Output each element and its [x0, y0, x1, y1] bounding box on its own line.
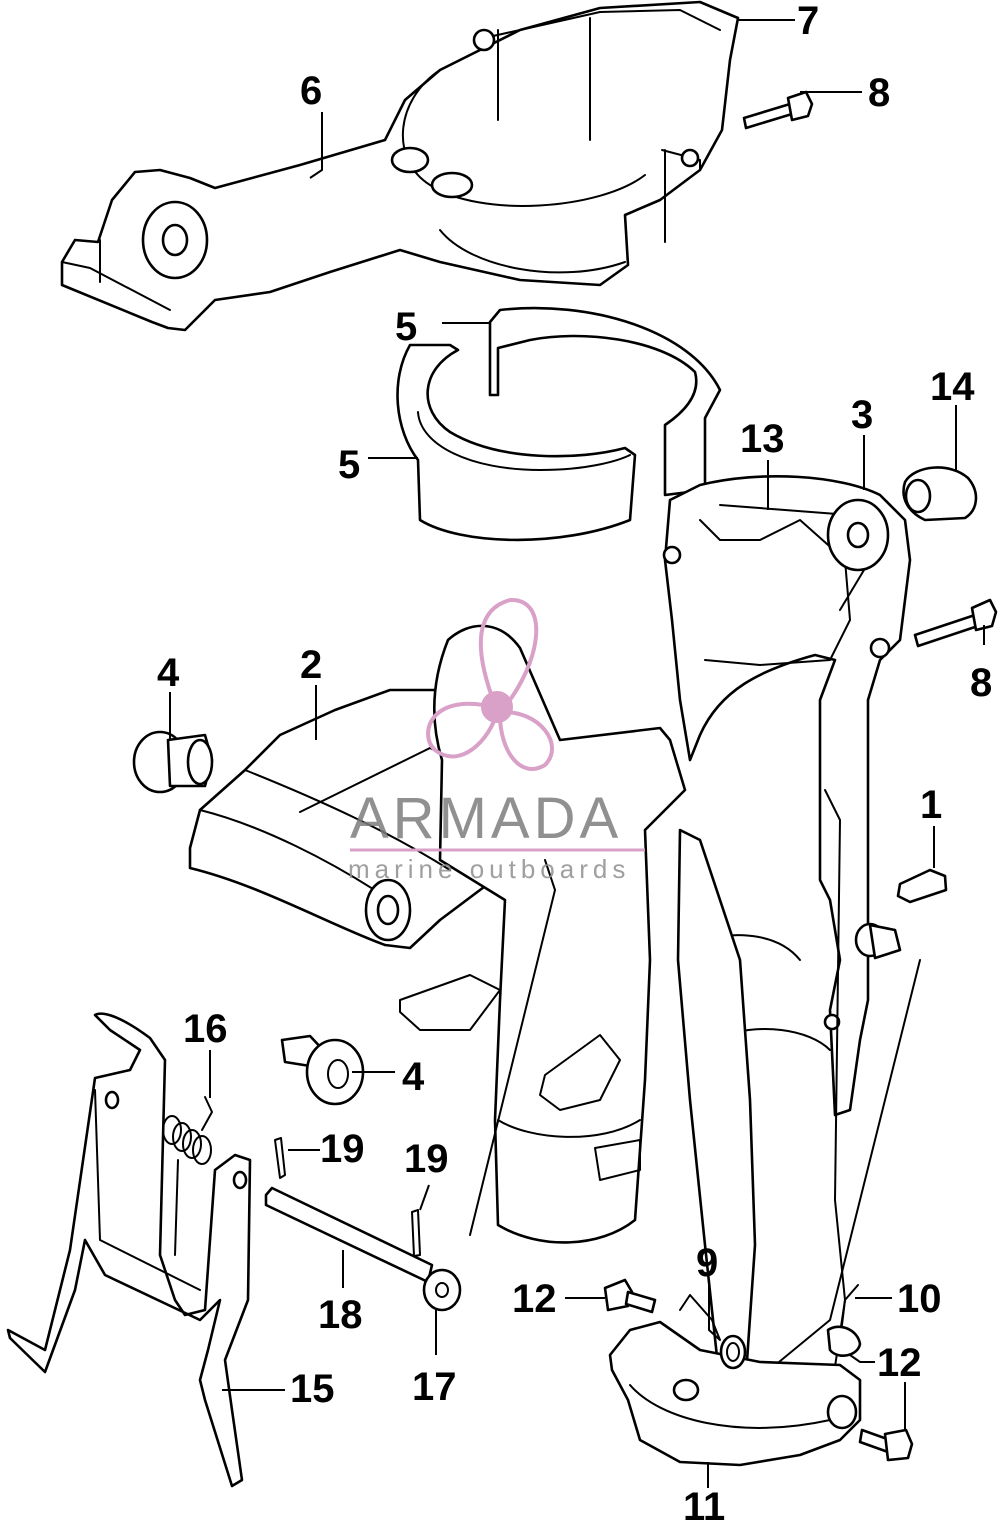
- callout-8a: 8: [868, 71, 890, 115]
- callout-1: 1: [920, 783, 942, 827]
- upper-mount-bracket-part: [60, 0, 740, 332]
- tilt-stand-lever-part: [6, 1012, 252, 1488]
- swivel-housing-part: [399, 624, 687, 1244]
- callout-labels: 6 7 8 5 5 13 3 14 8 4 2 1 4 16 19 19 18 …: [157, 0, 992, 1525]
- callout-4a: 4: [157, 651, 180, 695]
- callout-14: 14: [930, 365, 975, 409]
- callout-2: 2: [300, 643, 322, 687]
- bolt-8-lower-part: [913, 598, 998, 648]
- bolt-12-left-part: [603, 1278, 657, 1314]
- bolt-8-upper-part: [742, 90, 814, 130]
- pivot-plate-part: [608, 1320, 862, 1467]
- rubber-plug-part: [902, 466, 978, 522]
- brand-name: ARMADA: [350, 786, 622, 851]
- propeller-logo-icon: [426, 597, 554, 771]
- grease-nipple-1-part: [896, 868, 948, 904]
- watermark: ARMADA marine outboards: [348, 597, 645, 884]
- cotter-pin-right-part: [411, 1209, 421, 1257]
- bolt-12-right-part: [858, 1428, 914, 1462]
- washer-part: [422, 1268, 462, 1312]
- brand-tagline: marine outboards: [348, 854, 630, 884]
- callout-17: 17: [412, 1365, 457, 1409]
- pivot-pin-part: [264, 1186, 434, 1284]
- callout-9: 9: [696, 1241, 718, 1285]
- callout-19a: 19: [320, 1127, 365, 1171]
- callout-4b: 4: [402, 1055, 425, 1099]
- callout-3: 3: [851, 393, 873, 437]
- callout-15: 15: [290, 1367, 335, 1411]
- callout-10: 10: [897, 1277, 942, 1321]
- callout-12a: 12: [512, 1277, 557, 1321]
- cotter-pin-left-part: [274, 1137, 286, 1179]
- torsion-spring-small-part: [679, 1294, 747, 1370]
- callout-19b: 19: [404, 1137, 449, 1181]
- callout-6: 6: [300, 69, 322, 113]
- callout-12b: 12: [877, 1341, 922, 1385]
- bushing-4-lower-part: [280, 1034, 365, 1106]
- callout-18: 18: [318, 1293, 363, 1337]
- callout-11: 11: [683, 1485, 725, 1525]
- callout-5b: 5: [338, 443, 360, 487]
- callout-13: 13: [740, 417, 785, 461]
- liner-half-upper-part: [488, 306, 722, 497]
- bushing-1-part: [854, 922, 902, 960]
- callout-7: 7: [797, 0, 819, 43]
- bushing-4-upper-part: [132, 730, 214, 794]
- torsion-spring-large-part: [162, 1096, 213, 1256]
- liner-half-lower-part: [396, 343, 637, 542]
- callout-5a: 5: [395, 305, 417, 349]
- callout-8b: 8: [970, 661, 992, 705]
- leader-lines: [169, 19, 985, 1488]
- spring-clip-part: [826, 1284, 862, 1357]
- callout-16: 16: [183, 1007, 228, 1051]
